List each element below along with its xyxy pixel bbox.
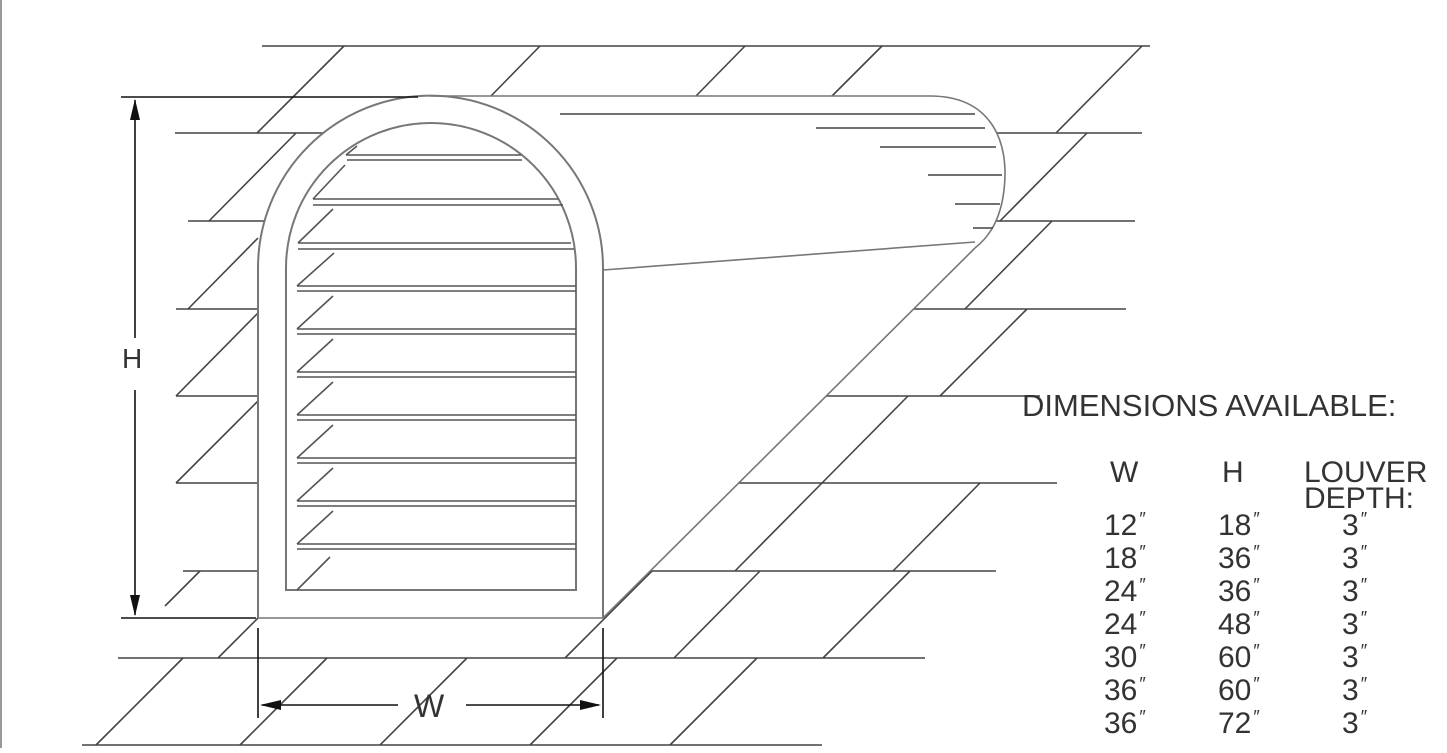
header-width: W: [1110, 456, 1139, 489]
inch-mark: ″: [1253, 707, 1260, 727]
inch-mark: ″: [1139, 674, 1146, 694]
inch-mark: ″: [1139, 707, 1146, 727]
inch-mark: ″: [1139, 641, 1146, 661]
table-cell-d: 3″: [1342, 536, 1367, 575]
inch-mark: ″: [1253, 542, 1260, 562]
table-cell-w: 30″: [1104, 635, 1146, 674]
inch-mark: ″: [1253, 608, 1260, 628]
siding-diagonals: [95, 45, 1143, 746]
cell-value: 72: [1218, 707, 1252, 740]
width-dimension: [257, 628, 604, 718]
cell-value: 30: [1104, 641, 1138, 674]
cell-value: 3: [1342, 707, 1359, 740]
inch-mark: ″: [1253, 674, 1260, 694]
louver-housing: [258, 95, 1006, 619]
housing-shading: [560, 113, 1002, 229]
table-cell-h: 18″: [1218, 503, 1260, 542]
louver-slats: [296, 145, 576, 591]
width-label: W: [414, 688, 445, 724]
cell-value: 18: [1218, 509, 1252, 542]
table-cell-h: 60″: [1218, 635, 1260, 674]
table-cell-w: 24″: [1104, 602, 1146, 641]
table-cell-h: 60″: [1218, 668, 1260, 707]
header-depth-line2: DEPTH:: [1304, 482, 1415, 515]
cell-value: 18: [1104, 542, 1138, 575]
cell-value: 60: [1218, 674, 1252, 707]
table-cell-h: 36″: [1218, 536, 1260, 575]
inch-mark: ″: [1360, 509, 1368, 529]
table-cell-w: 12″: [1104, 503, 1146, 542]
dimensions-title: DIMENSIONS AVAILABLE:: [1022, 388, 1397, 423]
table-cell-h: 72″: [1218, 701, 1260, 740]
table-cell-d: 3″: [1342, 503, 1367, 542]
inch-mark: ″: [1139, 509, 1146, 529]
header-height: H: [1222, 456, 1244, 489]
cell-value: 3: [1342, 608, 1359, 641]
height-label: H: [122, 343, 143, 374]
cell-value: 36: [1104, 674, 1138, 707]
table-cell-w: 18″: [1104, 536, 1146, 575]
cell-value: 36: [1104, 707, 1138, 740]
inch-mark: ″: [1139, 575, 1146, 595]
cell-value: 60: [1218, 641, 1252, 674]
inch-mark: ″: [1360, 707, 1368, 727]
table-cell-h: 48″: [1218, 602, 1260, 641]
table-cell-d: 3″: [1342, 602, 1367, 641]
cell-value: 24: [1104, 608, 1138, 641]
height-dimension: [121, 96, 418, 619]
table-cell-w: 36″: [1104, 668, 1146, 707]
cell-value: 3: [1342, 509, 1359, 542]
inch-mark: ″: [1360, 542, 1368, 562]
inch-mark: ″: [1253, 575, 1260, 595]
inner-arch-opening: [285, 122, 577, 591]
inch-mark: ″: [1253, 509, 1260, 529]
inch-mark: ″: [1139, 608, 1146, 628]
table-cell-h: 36″: [1218, 569, 1260, 608]
table-cell-d: 3″: [1342, 569, 1367, 608]
cell-value: 36: [1218, 575, 1252, 608]
cell-value: 48: [1218, 608, 1252, 641]
inch-mark: ″: [1360, 674, 1368, 694]
cell-value: 24: [1104, 575, 1138, 608]
inch-mark: ″: [1360, 641, 1368, 661]
header-depth-line1: LOUVER: [1304, 456, 1428, 489]
outer-arch-frame: [257, 94, 604, 618]
table-cell-w: 36″: [1104, 701, 1146, 740]
cell-value: 3: [1342, 674, 1359, 707]
cell-value: 36: [1218, 542, 1252, 575]
inch-mark: ″: [1360, 575, 1368, 595]
cell-value: 3: [1342, 575, 1359, 608]
inch-mark: ″: [1139, 542, 1146, 562]
table-cell-w: 24″: [1104, 569, 1146, 608]
table-cell-d: 3″: [1342, 668, 1367, 707]
table-cell-d: 3″: [1342, 701, 1367, 740]
inch-mark: ″: [1360, 608, 1368, 628]
cell-value: 3: [1342, 641, 1359, 674]
table-cell-d: 3″: [1342, 635, 1367, 674]
cell-value: 12: [1104, 509, 1138, 542]
cell-value: 3: [1342, 542, 1359, 575]
inch-mark: ″: [1253, 641, 1260, 661]
